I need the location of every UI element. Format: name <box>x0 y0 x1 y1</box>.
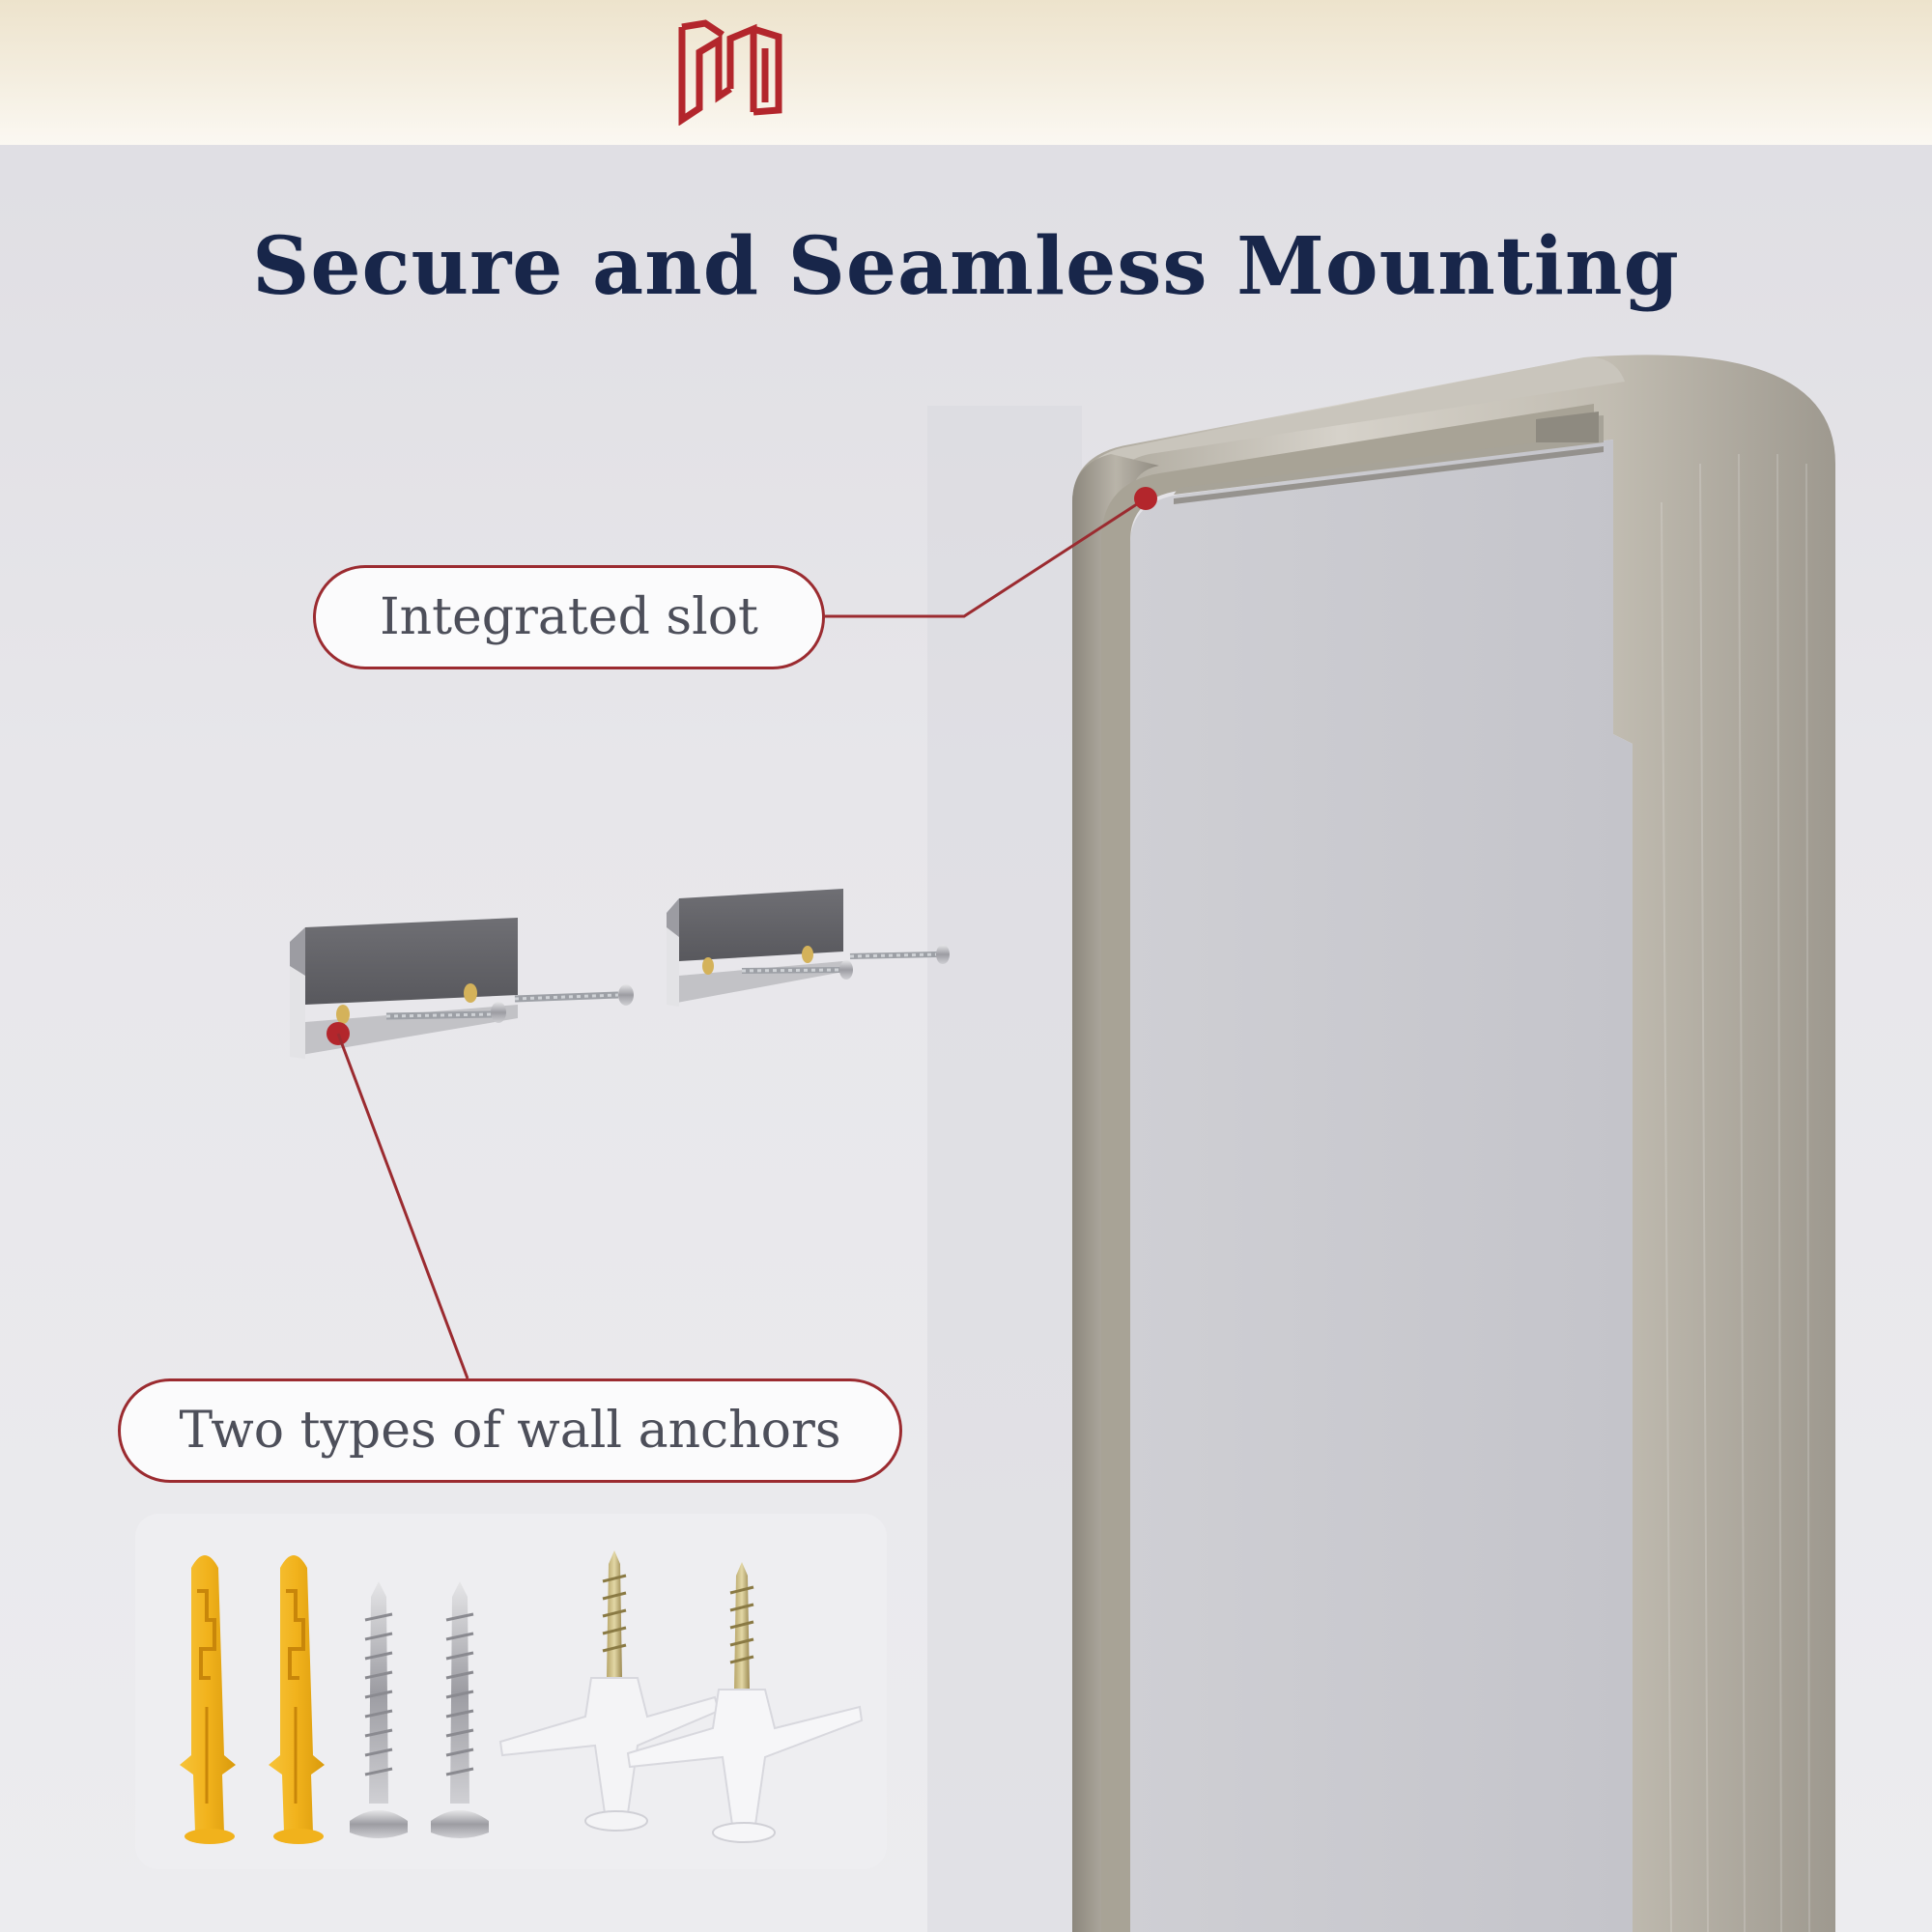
screw <box>741 960 853 980</box>
self-tapping-screw-icon <box>350 1581 408 1838</box>
wing-drywall-anchor-icon <box>626 1562 864 1843</box>
slot-callout-dot <box>1134 487 1157 510</box>
hardware-kit-illustration <box>180 1550 864 1844</box>
screw <box>385 1002 506 1023</box>
screw <box>514 984 634 1006</box>
anchors-callout-line <box>336 1033 469 1379</box>
integrated-slot-callout: Integrated slot <box>313 565 825 669</box>
header-bar <box>0 0 1932 145</box>
yellow-wall-anchor-icon <box>180 1555 236 1844</box>
self-tapping-screw-icon <box>431 1581 489 1838</box>
slot-callout-line <box>825 497 1147 618</box>
screw <box>849 945 950 964</box>
hardware-kit-panel <box>135 1514 887 1869</box>
wall-bracket-right <box>667 889 843 1007</box>
mirror-frame <box>1072 355 1835 1932</box>
wall-shadow <box>927 406 1082 1932</box>
wing-drywall-anchor-icon <box>498 1550 721 1832</box>
yellow-wall-anchor-icon <box>269 1555 325 1844</box>
wall-anchors-callout: Two types of wall anchors <box>118 1378 902 1483</box>
page-title: Secure and Seamless Mounting <box>252 220 1680 313</box>
wall-bracket-left <box>290 918 518 1059</box>
brand-monogram-icon <box>678 19 782 126</box>
